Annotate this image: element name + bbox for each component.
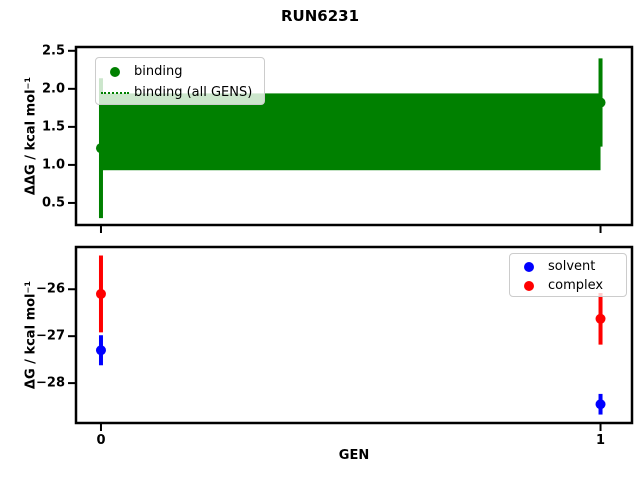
- solvent-marker-icon: [514, 261, 544, 272]
- y-tick-label: −28: [36, 376, 65, 391]
- top-y-axis-label: ΔΔG / kcal mol⁻¹: [23, 76, 39, 196]
- y-tick-label: 1.5: [42, 119, 65, 134]
- bottom-y-axis-label: ΔG / kcal mol⁻¹: [23, 280, 39, 390]
- legend-item-binding: binding: [100, 61, 256, 82]
- y-tick-label: 2.0: [42, 81, 65, 96]
- figure-title: RUN6231: [280, 7, 360, 25]
- solvent-marker: [595, 399, 606, 410]
- y-tick-label: 0.5: [42, 195, 65, 210]
- x-tick-label: 1: [596, 433, 605, 448]
- legend-item-solvent: solvent: [514, 257, 618, 276]
- legend-item-binding-all-gens: binding (all GENS): [100, 82, 256, 103]
- legend-item-complex: complex: [514, 276, 618, 295]
- legend-label: binding: [134, 64, 183, 79]
- y-tick-label: −27: [36, 329, 65, 344]
- complex-marker: [595, 313, 606, 324]
- dotted-line-icon: [100, 91, 130, 94]
- x-tick-label: 0: [96, 433, 105, 448]
- axes-frame: [74, 45, 634, 227]
- legend-label: binding (all GENS): [134, 85, 253, 100]
- solvent-marker: [95, 345, 106, 356]
- binding-marker: [595, 97, 606, 108]
- legend-label: solvent: [548, 259, 596, 274]
- x-axis-label: GEN: [338, 448, 370, 463]
- y-tick-label: −26: [36, 282, 65, 297]
- complex-marker: [95, 288, 106, 299]
- top-plot-legend: binding binding (all GENS): [95, 57, 265, 105]
- complex-marker-icon: [514, 280, 544, 291]
- binding-marker: [95, 143, 106, 154]
- legend-label: complex: [548, 278, 604, 293]
- y-tick-label: 1.0: [42, 157, 65, 172]
- bottom-plot-legend: solvent complex: [509, 253, 627, 297]
- y-tick-label: 2.5: [42, 43, 65, 58]
- binding-marker-icon: [100, 66, 130, 77]
- axes-frame: [74, 245, 634, 425]
